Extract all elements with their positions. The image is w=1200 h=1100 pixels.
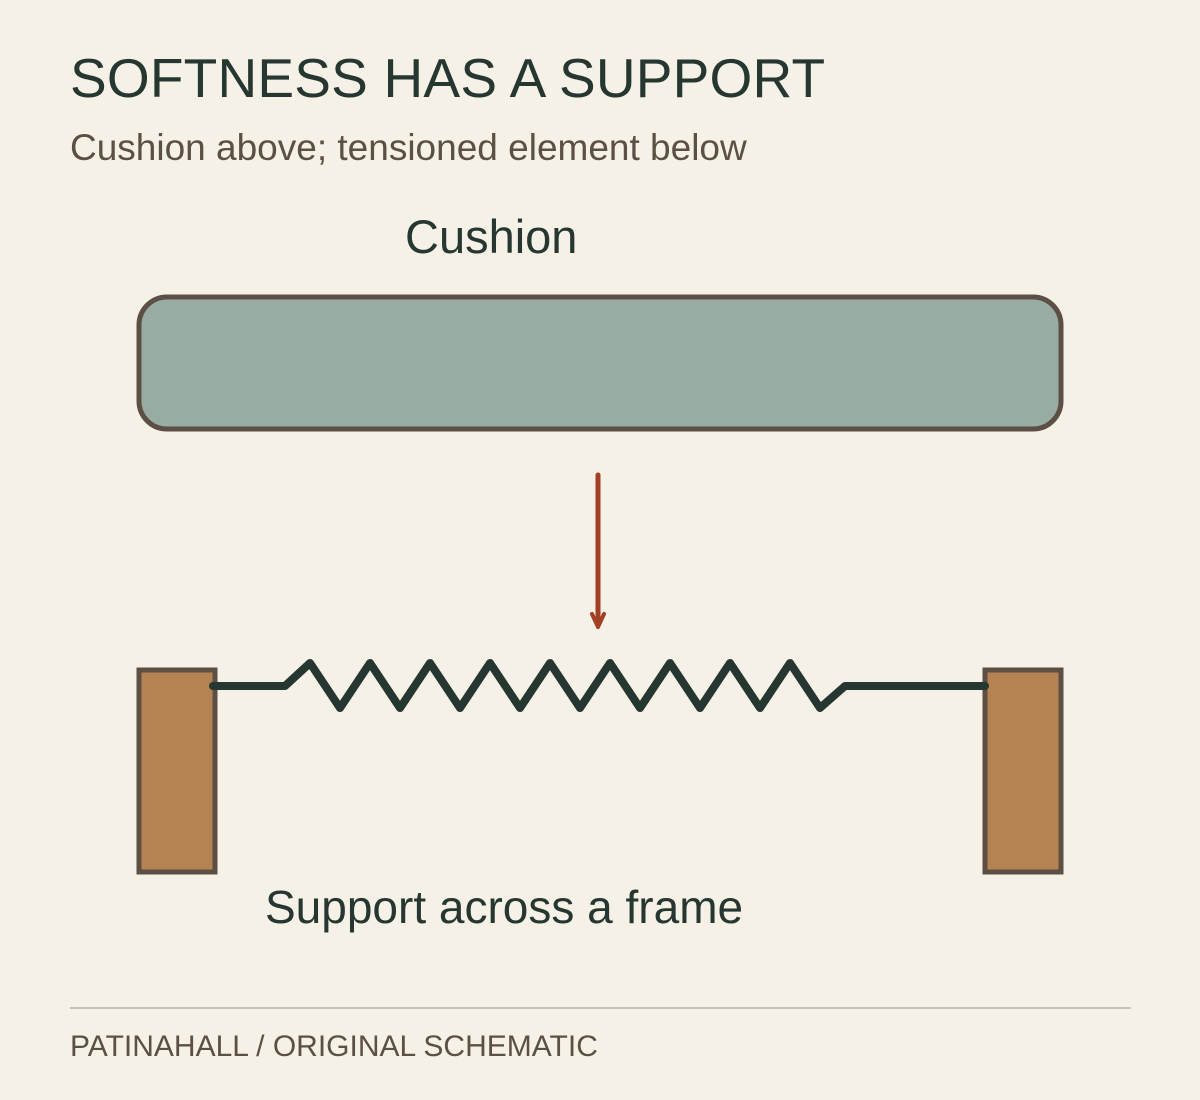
frame-post-left bbox=[136, 667, 218, 875]
tension-spring bbox=[209, 659, 989, 712]
support-label: Support across a frame bbox=[265, 881, 743, 933]
footer-divider bbox=[70, 1007, 1131, 1009]
frame-post-right bbox=[982, 667, 1064, 875]
cushion bbox=[136, 294, 1064, 432]
footer-credit: PATINAHALL / ORIGINAL SCHEMATIC bbox=[70, 1030, 598, 1063]
page-title: SOFTNESS HAS A SUPPORT bbox=[70, 47, 826, 109]
cushion-label: Cushion bbox=[405, 210, 577, 263]
load-arrow-head bbox=[590, 612, 606, 629]
page-subtitle: Cushion above; tensioned element below bbox=[70, 127, 747, 168]
support-diagram: Cushion Support across a frame bbox=[136, 210, 1064, 933]
